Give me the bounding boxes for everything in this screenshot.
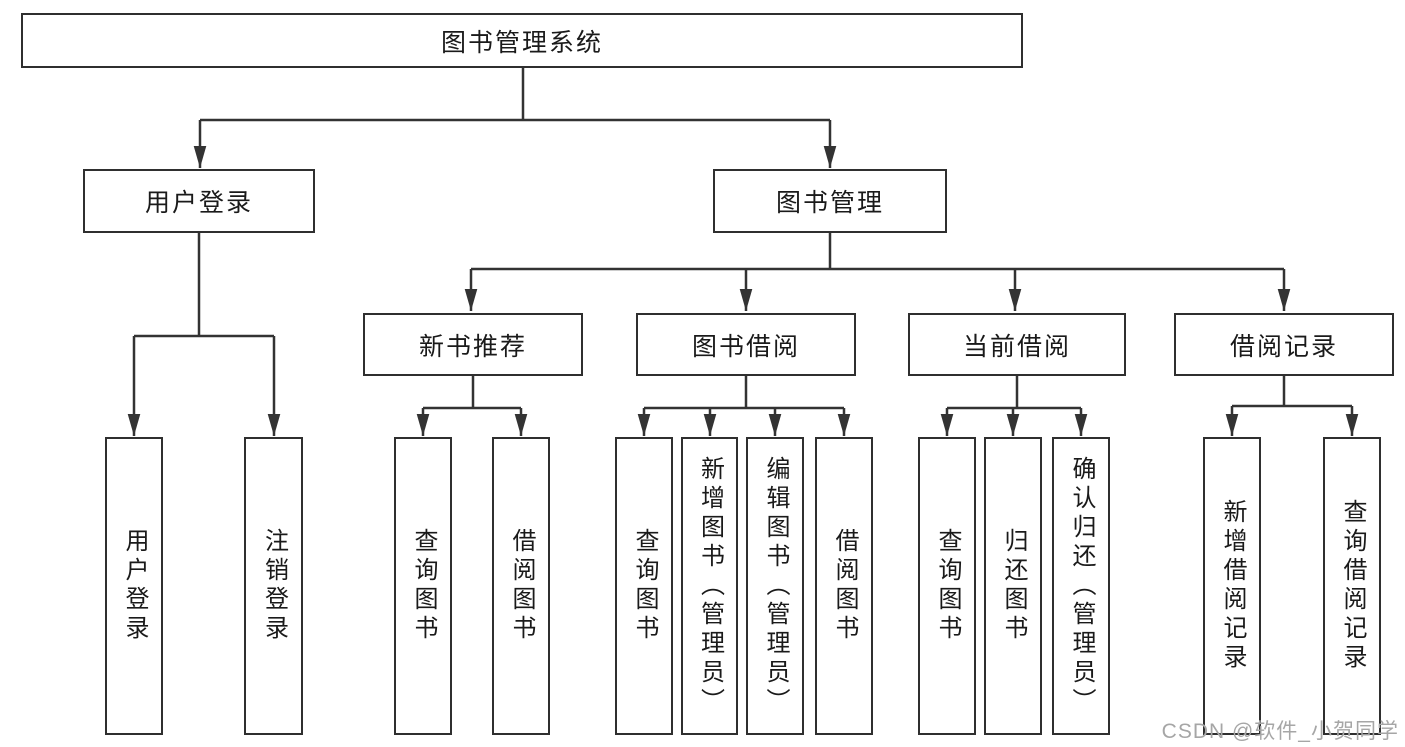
node-leaf-query-books-3: 查询图书 <box>918 437 976 735</box>
node-book-borrow-label: 图书借阅 <box>691 332 800 361</box>
node-leaf-logout: 注销登录 <box>244 437 303 735</box>
node-leaf-query-books-3-label: 查询图书 <box>934 528 961 644</box>
node-leaf-borrow-books-2: 借阅图书 <box>815 437 873 735</box>
node-new-book-recommend-label: 新书推荐 <box>418 332 527 361</box>
node-leaf-edit-book-label: 编辑图书（管理员） <box>762 455 789 717</box>
node-current-borrow: 当前借阅 <box>908 313 1126 376</box>
node-current-borrow-label: 当前借阅 <box>962 332 1071 361</box>
node-book-management-label: 图书管理 <box>775 189 884 217</box>
node-leaf-user-login: 用户登录 <box>105 437 163 735</box>
node-leaf-confirm-return: 确认归还（管理员） <box>1052 437 1110 735</box>
node-user-login: 用户登录 <box>83 169 315 233</box>
node-root-label: 图书管理系统 <box>440 28 603 57</box>
node-borrow-records-label: 借阅记录 <box>1229 332 1338 361</box>
node-leaf-add-borrow-record: 新增借阅记录 <box>1203 437 1261 735</box>
node-leaf-query-books-2-label: 查询图书 <box>631 528 658 644</box>
node-user-login-label: 用户登录 <box>144 189 253 217</box>
node-book-borrow: 图书借阅 <box>636 313 856 376</box>
node-leaf-add-borrow-record-label: 新增借阅记录 <box>1219 499 1246 673</box>
node-leaf-confirm-return-label: 确认归还（管理员） <box>1068 455 1095 717</box>
watermark: CSDN @软件_小贺同学 <box>1161 720 1399 743</box>
node-leaf-query-books-1-label: 查询图书 <box>410 528 437 644</box>
node-leaf-query-books-2: 查询图书 <box>615 437 673 735</box>
node-borrow-records: 借阅记录 <box>1174 313 1394 376</box>
node-root: 图书管理系统 <box>21 13 1023 68</box>
node-leaf-edit-book: 编辑图书（管理员） <box>746 437 804 735</box>
node-leaf-add-book-label: 新增图书（管理员） <box>696 455 724 717</box>
node-leaf-borrow-books-1-label: 借阅图书 <box>508 528 535 644</box>
node-leaf-add-book: 新增图书（管理员） <box>681 437 738 735</box>
node-leaf-return-book: 归还图书 <box>984 437 1042 735</box>
node-leaf-query-books-1: 查询图书 <box>394 437 452 735</box>
node-leaf-user-login-label: 用户登录 <box>121 528 148 644</box>
node-leaf-query-borrow-record: 查询借阅记录 <box>1323 437 1381 735</box>
node-leaf-query-borrow-record-label: 查询借阅记录 <box>1339 499 1366 673</box>
node-leaf-borrow-books-2-label: 借阅图书 <box>831 528 858 644</box>
node-leaf-borrow-books-1: 借阅图书 <box>492 437 550 735</box>
node-leaf-logout-label: 注销登录 <box>260 528 288 644</box>
node-leaf-return-book-label: 归还图书 <box>1000 528 1027 644</box>
node-new-book-recommend: 新书推荐 <box>363 313 583 376</box>
node-book-management: 图书管理 <box>713 169 947 233</box>
